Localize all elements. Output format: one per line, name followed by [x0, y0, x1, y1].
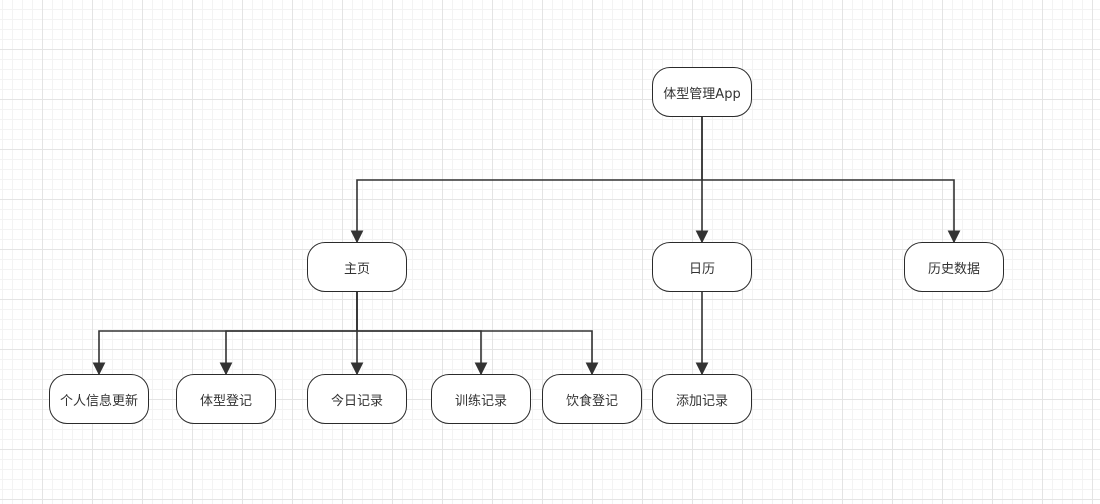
node-add-record[interactable]: 添加记录	[652, 374, 752, 424]
edge-home-to-diet-register	[357, 330, 599, 376]
edge-home-to-training-record	[357, 330, 488, 376]
node-root-app[interactable]: 体型管理App	[652, 67, 752, 117]
edge-root-to-home	[350, 117, 703, 244]
edge-home-to-body-register	[219, 292, 358, 376]
node-diet-register[interactable]: 饮食登记	[542, 374, 642, 424]
node-today-record[interactable]: 今日记录	[307, 374, 407, 424]
node-history[interactable]: 历史数据	[904, 242, 1004, 292]
edge-home-to-profile	[92, 292, 358, 376]
node-profile-update[interactable]: 个人信息更新	[49, 374, 149, 424]
edge-root-to-history	[702, 179, 961, 244]
node-body-register[interactable]: 体型登记	[176, 374, 276, 424]
node-training-record[interactable]: 训练记录	[431, 374, 531, 424]
node-home[interactable]: 主页	[307, 242, 407, 292]
node-calendar[interactable]: 日历	[652, 242, 752, 292]
